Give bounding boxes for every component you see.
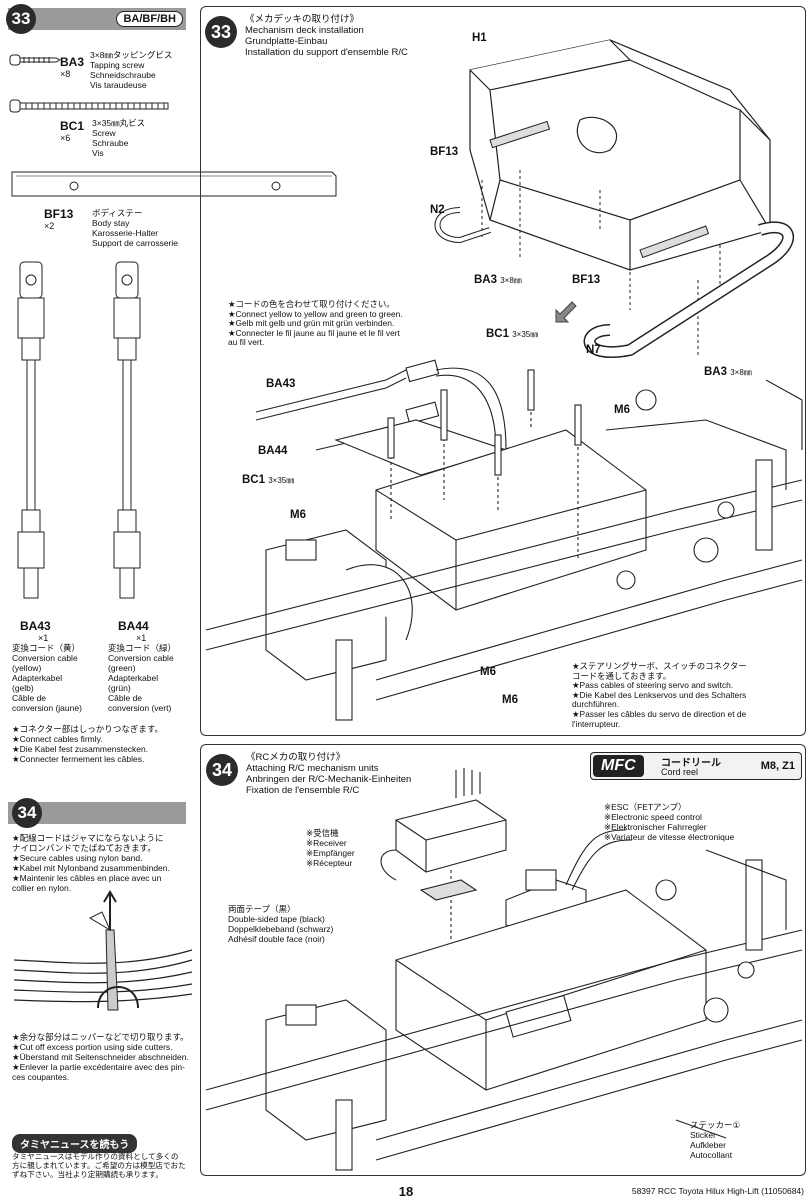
bc1-part: BC1 ×6 [60, 119, 85, 144]
ba3-screw-drawing [9, 54, 62, 66]
label-bc1-top: BC1 3×35㎜ [486, 328, 538, 341]
ba43-code: BA43 [20, 619, 51, 633]
ba3-code: BA3 [60, 55, 85, 69]
bf13-code: BF13 [44, 207, 74, 221]
step-34-left-number: 34 [12, 798, 42, 828]
label-bf13-lower: BF13 [572, 274, 601, 286]
label-bc1-left-size: 3×35㎜ [268, 476, 295, 485]
label-ba44: BA44 [258, 445, 288, 457]
step-34-title-text: 《RCメカの取り付け》 Attaching R/C mechanism unit… [246, 752, 412, 796]
step-34-panel-number: 34 [206, 754, 238, 786]
label-m6-right: M6 [614, 404, 630, 416]
label-ba3-upper: BA3 3×8㎜ [474, 274, 522, 287]
receiver-label: ※受信機 ※Receiver ※Empfänger ※Récepteur [306, 828, 355, 868]
ba43-cable-drawing [17, 261, 45, 599]
servo-cable-note-text: ★ステアリングサーボ、スイッチのコネクター コードを通しておきます。 ★Pass… [572, 661, 747, 729]
bf13-qty: ×2 [44, 221, 55, 231]
chassis-drawing-step33 [205, 359, 803, 721]
step-33-panel-number: 33 [205, 16, 237, 48]
step-33-panel [200, 6, 806, 736]
label-m6-left: M6 [290, 509, 306, 521]
servo-cable-note: ★ステアリングサーボ、スイッチのコネクター コードを通しておきます。 ★Pass… [572, 661, 747, 729]
bf13-part: BF13 ×2 [44, 207, 74, 232]
double-sided-tape-label: 両面テープ（黒） Double-sided tape (black) Doppe… [228, 904, 334, 944]
page-number: 18 [398, 1184, 414, 1199]
ba44-cable-drawing [113, 261, 141, 599]
ba44-description: 変換コード（緑） Conversion cable (green) Adapte… [108, 643, 177, 713]
manual-reference: 58397 RCC Toyota Hilux High-Lift (110506… [631, 1186, 804, 1196]
ba3-description: 3×8㎜タッピングビス Tapping screw Schneidschraub… [90, 50, 173, 90]
sticker-label: ステッカー① Sticker Aufkleber Autocollant [690, 1120, 741, 1160]
bf13-description: ボディステー Body stay Karosserie-Halter Suppo… [92, 208, 178, 248]
bf13-body-stay-drawing [11, 171, 337, 197]
label-bf13-upper: BF13 [430, 146, 459, 158]
label-m6-bottom: M6 [502, 694, 518, 706]
label-ba43: BA43 [266, 378, 296, 390]
label-bc1-top-code: BC1 [486, 328, 510, 340]
label-bc1-left-code: BC1 [242, 474, 266, 486]
step-33-header-bar: BA/BF/BH [8, 8, 186, 30]
nylon-band-note: ★配線コードはジャマにならないように ナイロンバンドでたばねておきます。 ★Se… [12, 833, 170, 893]
bc1-screw-drawing [9, 99, 169, 113]
cut-excess-note: ★余分な部分はニッパーなどで切り取ります。 ★Cut off excess po… [12, 1032, 189, 1082]
step-34-title: 《RCメカの取り付け》 Attaching R/C mechanism unit… [246, 752, 411, 796]
ba44-part: BA44 ×1 [118, 619, 149, 644]
label-bc1-top-size: 3×35㎜ [512, 330, 539, 339]
bc1-qty: ×6 [60, 133, 71, 143]
direction-arrow-icon [555, 301, 577, 323]
cable-color-note: ★コードの色を合わせて取り付けください。 ★Connect yellow to … [228, 299, 403, 348]
label-ba3-lower-size: 3×8㎜ [730, 368, 752, 377]
tamiya-news-badge: タミヤニュースを読もう [12, 1134, 138, 1153]
mfc-badge: MFC [593, 755, 644, 777]
step-33-title-text: 《メカデッキの取り付け》 Mechanism deck installation… [245, 14, 408, 58]
label-ba3-lower-code: BA3 [704, 366, 728, 378]
label-n2: N2 [430, 204, 445, 216]
mfc-cord-reel-box: MFC コードリール Cord reel M8, Z1 [590, 752, 802, 780]
step-33-number: 33 [6, 4, 36, 34]
label-ba3-lower: BA3 3×8㎜ [704, 366, 752, 379]
tamiya-news-text: タミヤニュースはモデル作りの資料として多くの 方に親しまれています。ご希望の方は… [12, 1152, 186, 1179]
label-ba3-upper-code: BA3 [474, 274, 498, 286]
ba44-code: BA44 [118, 619, 149, 633]
ba43-part: BA43 ×1 [20, 619, 51, 644]
ba3-qty: ×8 [60, 69, 71, 79]
step-34-panel [200, 744, 806, 1176]
rc-units-drawing-step34 [205, 768, 803, 1171]
parts-bag-chip: BA/BF/BH [116, 11, 183, 27]
esc-label: ※ESC（FETアンプ） ※Electronic speed control ※… [604, 802, 735, 842]
step-33-title: 《メカデッキの取り付け》 Mechanism deck installation… [245, 14, 408, 58]
step-34-left-header-bar [8, 802, 186, 824]
bc1-description: 3×35㎜丸ビス Screw Schraube Vis [92, 118, 146, 158]
connector-note: ★コネクター部はしっかりつなぎます。 ★Connect cables firml… [12, 724, 164, 764]
mfc-part-numbers: M8, Z1 [760, 760, 795, 772]
mfc-cord-reel-jp: コードリール [661, 758, 721, 769]
bc1-code: BC1 [60, 119, 85, 133]
label-n7: N7 [586, 344, 601, 356]
label-ba3-upper-size: 3×8㎜ [500, 276, 522, 285]
ba43-description: 変換コード（黄） Conversion cable (yellow) Adapt… [12, 643, 82, 713]
mfc-cord-reel-en: Cord reel [661, 767, 699, 777]
mechanism-deck-drawing [434, 39, 795, 358]
nylon-band-illustration [13, 890, 193, 1011]
cable-color-note-text: ★コードの色を合わせて取り付けください。 ★Connect yellow to … [228, 299, 403, 348]
ba44-qty: ×1 [136, 633, 147, 643]
label-h1: H1 [472, 32, 487, 44]
ba43-qty: ×1 [38, 633, 49, 643]
label-bc1-left: BC1 3×35㎜ [242, 474, 294, 487]
ba3-part: BA3 ×8 [60, 55, 85, 80]
